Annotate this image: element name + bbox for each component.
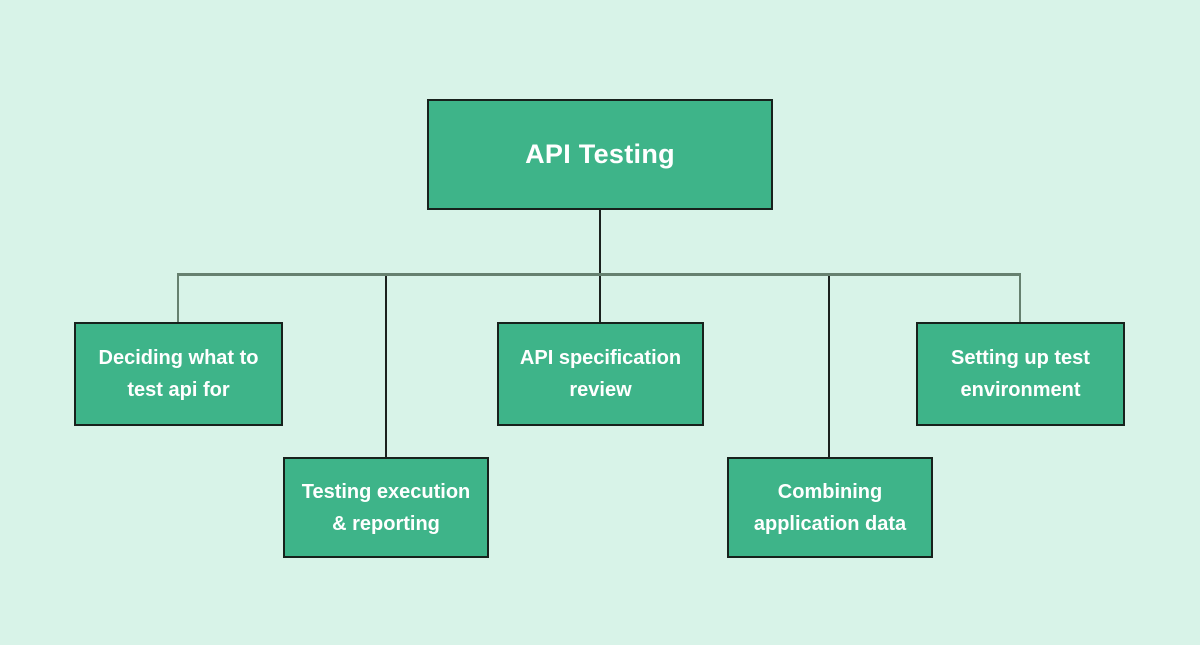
node-label-line: Combining — [777, 480, 883, 503]
connector-drop-spec-review — [599, 276, 601, 322]
node-label-line: test api for — [127, 379, 230, 401]
node-api-testing: API Testing — [427, 99, 773, 210]
node-label-line: API specification — [519, 347, 682, 369]
connector-drop-combining — [828, 276, 830, 457]
connector-drop-testing-exec — [385, 276, 387, 457]
connector-root-trunk — [599, 210, 601, 273]
node-label-line: Testing execution — [301, 480, 471, 503]
node-label-line: environment — [960, 379, 1081, 401]
connector-horizontal-bus — [177, 273, 1021, 276]
node-api-specification-review: API specification review — [497, 322, 704, 426]
node-label-line: & reporting — [332, 512, 440, 535]
node-label-line: application data — [753, 512, 907, 535]
node-label-line: Setting up test — [951, 347, 1090, 369]
connector-drop-deciding — [177, 276, 179, 322]
connector-drop-environment — [1019, 276, 1021, 322]
node-setting-up-test-environment: Setting up test environment — [916, 322, 1125, 426]
node-testing-execution-reporting: Testing execution & reporting — [283, 457, 489, 558]
node-label-line: Deciding what to — [98, 347, 259, 369]
node-deciding-what-to-test-api-for: Deciding what to test api for — [74, 322, 283, 426]
node-label-line: review — [569, 379, 632, 401]
node-combining-application-data: Combining application data — [727, 457, 933, 558]
node-api-testing-label: API Testing — [525, 139, 675, 169]
